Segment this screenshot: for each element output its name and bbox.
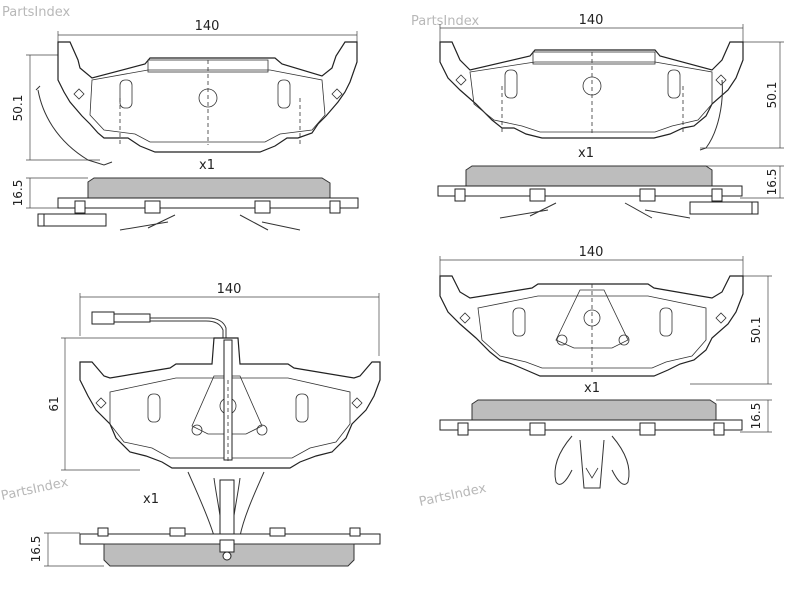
clip-rivet-right [256, 424, 268, 436]
pad-backing-outline [439, 41, 744, 139]
sensor-cable [150, 317, 227, 340]
height-label: 50.1 [11, 95, 25, 122]
slot-right [659, 307, 673, 337]
locator-left [459, 312, 471, 324]
watermark-bottom-left: PartsIndex [0, 475, 70, 504]
tab-b [169, 527, 186, 537]
tab-c [269, 527, 286, 537]
slot-left [147, 393, 161, 423]
tab-c [254, 200, 271, 214]
tab-d [349, 527, 361, 537]
quantity-label: x1 [584, 381, 600, 396]
pad-backing-outline [57, 41, 358, 153]
tab-b [529, 422, 546, 436]
pad-variant-3: 140 61 x1 16.5 [29, 282, 381, 567]
wear-spring-tip [35, 85, 41, 91]
width-label: 140 [579, 13, 604, 28]
slot-right [667, 69, 681, 99]
spring-clip-center [585, 467, 599, 479]
friction-outline [89, 69, 326, 143]
sensor-clip-body [37, 213, 107, 227]
anti-rattle-clip [191, 375, 263, 435]
friction-material [471, 399, 717, 421]
sensor-lead-end [219, 539, 235, 553]
height-label: 61 [47, 396, 61, 411]
tab-a [97, 527, 109, 537]
clip-rivet-left [556, 334, 568, 346]
slot-left [512, 307, 526, 337]
backing-plate [437, 185, 743, 197]
spring-clip-inner [579, 439, 605, 489]
height-label: 50.1 [765, 82, 779, 109]
sensor-clip-end [37, 213, 45, 227]
locator-left [455, 74, 467, 86]
wear-spring [699, 79, 723, 151]
clip-rivet-left [191, 424, 203, 436]
quantity-label: x1 [143, 492, 159, 507]
width-label: 140 [217, 282, 242, 297]
friction-material [87, 177, 331, 199]
locator-right [331, 88, 343, 100]
locator-left [73, 88, 85, 100]
locator-left [95, 397, 107, 409]
thickness-label: 16.5 [29, 536, 43, 563]
slot-right [277, 79, 291, 109]
tab-a [454, 188, 466, 202]
retaining-spring [119, 214, 301, 231]
width-label: 140 [579, 245, 604, 260]
retaining-spring [499, 202, 691, 219]
friction-material [465, 165, 713, 187]
tab-a [457, 422, 469, 436]
sensor-cable-inner [150, 320, 224, 340]
locator-right [715, 74, 727, 86]
tab-c [639, 422, 656, 436]
clip-rivet-right [618, 334, 630, 346]
locator-right [715, 312, 727, 324]
anti-rattle-clip [555, 289, 629, 349]
pad-variant-4: 140 50.1 x1 16.5 [439, 245, 772, 489]
sensor-plug-body [113, 313, 151, 323]
watermark-top-left: PartsIndex [2, 5, 71, 20]
sensor-plug [91, 311, 115, 325]
spring-clip-stem [219, 479, 235, 535]
watermark-bottom-right: PartsIndex [418, 481, 488, 510]
quantity-label: x1 [199, 158, 215, 173]
clip-plate [532, 51, 656, 65]
sensor-lead-tip [222, 551, 232, 561]
backing-plate [439, 419, 743, 431]
tab-a [74, 200, 86, 214]
slot-right [295, 393, 309, 423]
watermark-top-right: PartsIndex [411, 14, 480, 29]
tab-d [329, 200, 341, 214]
tab-d [713, 422, 725, 436]
backing-plate [57, 197, 359, 209]
tab-b [144, 200, 161, 214]
friction-outline [109, 377, 351, 459]
tab-b [529, 188, 546, 202]
slot-left [119, 79, 133, 109]
thickness-label: 16.5 [11, 180, 25, 207]
sensor-clip-end [751, 201, 759, 215]
tab-c [639, 188, 656, 202]
tab-d [711, 188, 723, 202]
slot-left [504, 69, 518, 99]
spring-clip-outer [554, 435, 630, 485]
pad-variant-2: 140 50.1 x1 16.5 [437, 13, 784, 219]
height-label: 50.1 [749, 317, 763, 344]
width-label: 140 [195, 19, 220, 34]
quantity-label: x1 [578, 146, 594, 161]
thickness-label: 16.5 [749, 403, 763, 430]
sensor-clip-body [689, 201, 759, 215]
locator-right [351, 397, 363, 409]
wear-spring [37, 89, 113, 166]
thickness-label: 16.5 [765, 169, 779, 196]
sensor-lead [223, 339, 233, 461]
spring-clip-outer [187, 471, 265, 537]
friction-outline [477, 295, 707, 369]
pad-variant-1: 140 50.1 x1 16.5 [11, 19, 359, 231]
